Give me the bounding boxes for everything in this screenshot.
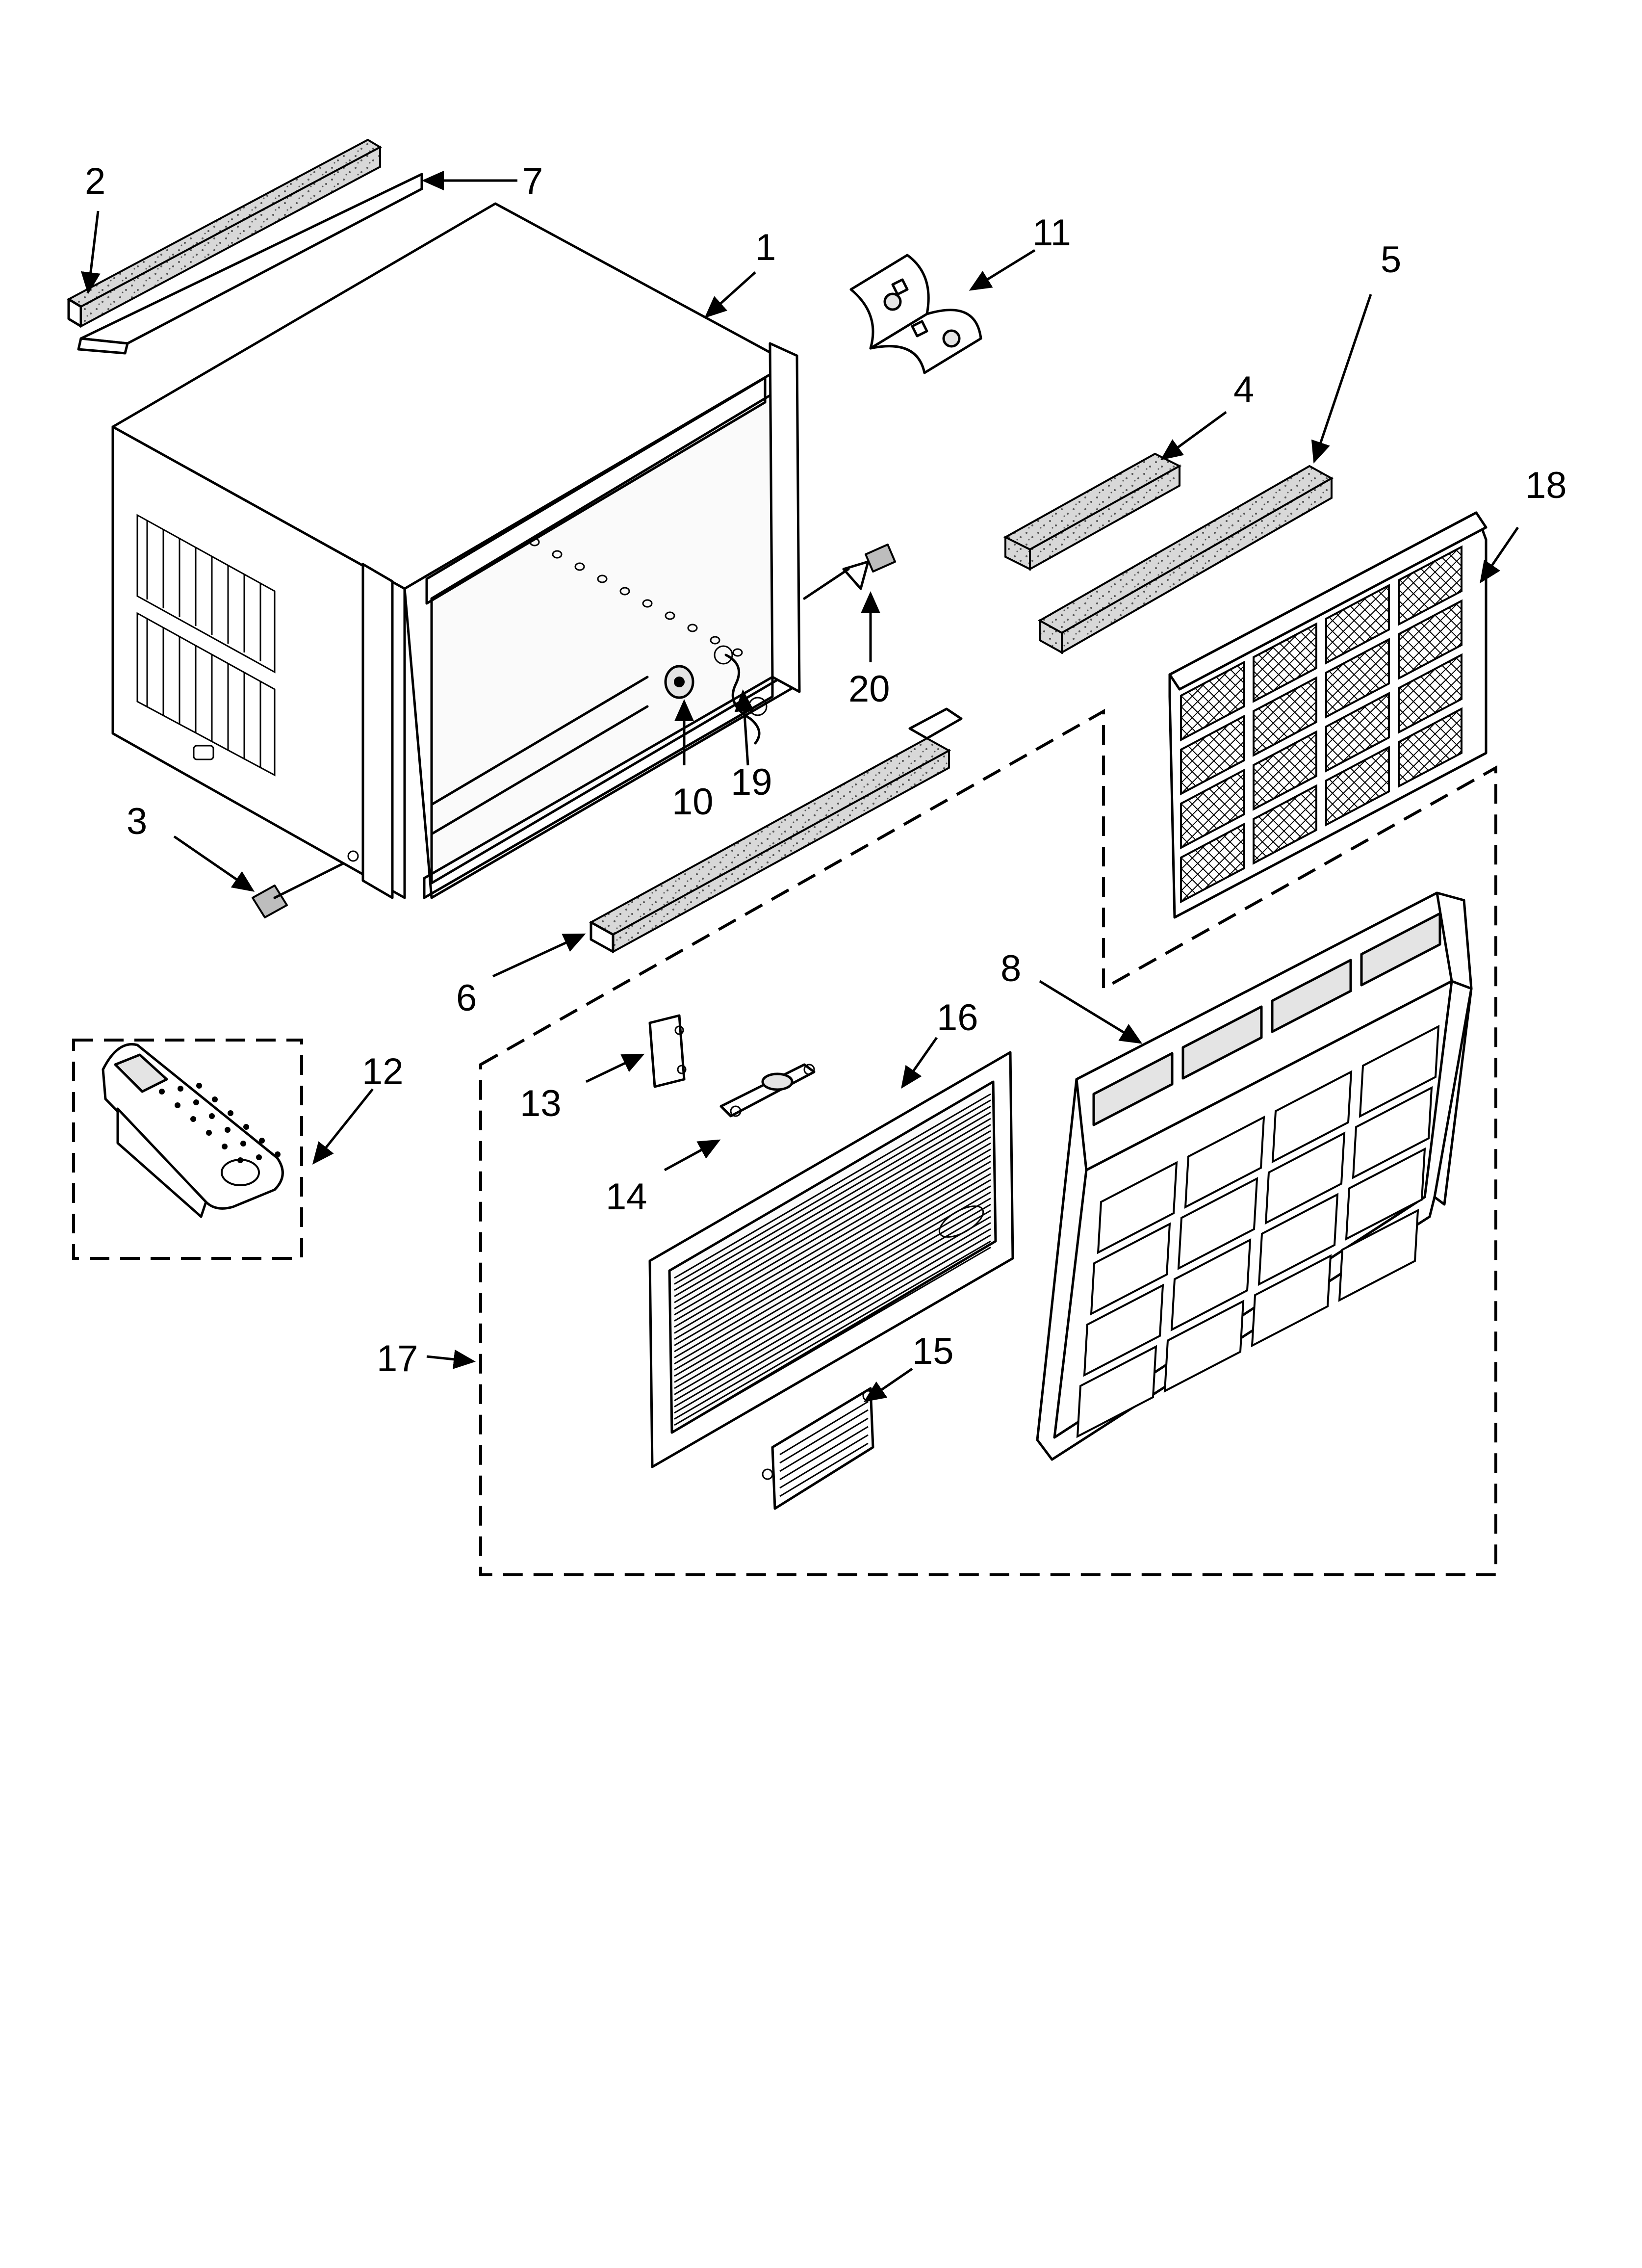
label-8: 8 bbox=[1001, 948, 1021, 990]
label-3: 3 bbox=[127, 801, 147, 842]
label-7: 7 bbox=[522, 160, 543, 202]
louver-part-15 bbox=[762, 1387, 874, 1510]
foam-strip-part-5 bbox=[1037, 465, 1334, 654]
label-16: 16 bbox=[937, 997, 978, 1039]
screw-part-3 bbox=[252, 850, 359, 918]
leader-arrows bbox=[80, 171, 1519, 1402]
label-12: 12 bbox=[362, 1051, 404, 1093]
label-5: 5 bbox=[1381, 239, 1401, 281]
label-11: 11 bbox=[1032, 212, 1071, 254]
front-panel-part-8 bbox=[1036, 891, 1473, 1461]
label-15: 15 bbox=[912, 1330, 954, 1372]
part-labels: 1 2 3 4 5 6 7 8 10 11 12 13 14 15 16 17 … bbox=[85, 160, 1567, 1380]
nut-part-10 bbox=[664, 665, 694, 699]
label-10: 10 bbox=[672, 781, 714, 823]
sensor-part-13 bbox=[648, 1014, 687, 1088]
remote-group-box bbox=[72, 1039, 303, 1260]
label-18: 18 bbox=[1525, 465, 1567, 506]
label-17: 17 bbox=[377, 1338, 418, 1380]
label-14: 14 bbox=[606, 1176, 647, 1218]
label-20: 20 bbox=[848, 668, 890, 710]
label-4: 4 bbox=[1233, 369, 1254, 411]
label-1: 1 bbox=[755, 227, 776, 268]
bracket-part-11 bbox=[849, 254, 982, 374]
linkage-part-14 bbox=[719, 1063, 816, 1118]
screw-part-20 bbox=[803, 544, 896, 600]
label-19: 19 bbox=[731, 761, 772, 803]
cabinet-part-1 bbox=[111, 202, 801, 899]
foam-strip-part-4 bbox=[1003, 452, 1182, 571]
bottom-strip-part-6 bbox=[589, 707, 963, 954]
label-6: 6 bbox=[456, 977, 477, 1019]
remote-part-12 bbox=[102, 1043, 284, 1218]
top-rail-part-2 bbox=[66, 138, 383, 328]
label-2: 2 bbox=[85, 160, 105, 202]
label-13: 13 bbox=[520, 1083, 562, 1124]
air-filter-part-18 bbox=[1168, 511, 1488, 919]
grille-part-16 bbox=[648, 1051, 1014, 1468]
front-assembly-group-box bbox=[479, 708, 1497, 1576]
